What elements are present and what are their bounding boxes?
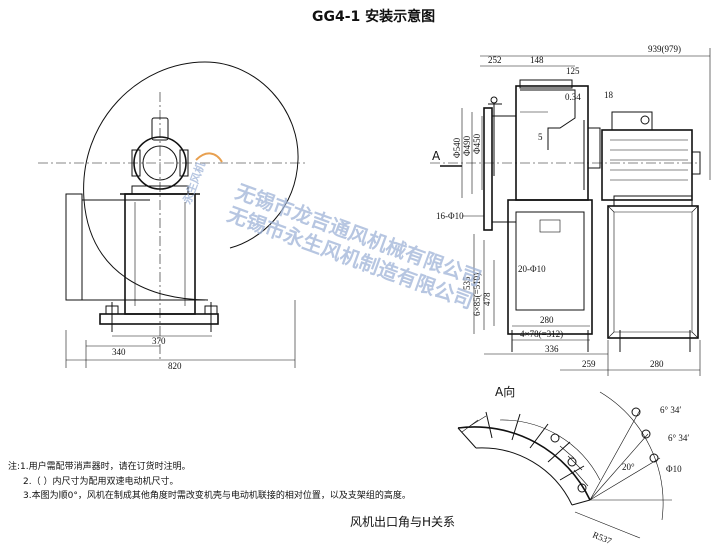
dim-370: 370 bbox=[152, 336, 166, 346]
hole-phi10: Φ10 bbox=[666, 464, 682, 474]
dim-252: 252 bbox=[488, 55, 502, 65]
dim-125: 125 bbox=[566, 66, 580, 76]
a-view-label: A向 bbox=[495, 384, 515, 399]
fan-support-frame bbox=[507, 199, 593, 335]
dim-phi450: Φ450 bbox=[472, 133, 482, 154]
bearing-cap bbox=[151, 117, 169, 141]
note-2: 2.（ ）内尺寸为配用双速电动机尺寸。 bbox=[23, 475, 178, 487]
outlet-flange-arc bbox=[457, 426, 591, 501]
a-view: A向 6° 34′ 6° 34′ 20° Φ10 bbox=[457, 384, 689, 547]
front-base bbox=[99, 313, 219, 325]
radius-r537: R537 bbox=[591, 530, 613, 547]
casing-side bbox=[515, 85, 589, 201]
dim-phi490: Φ490 bbox=[462, 135, 472, 156]
watermark: 无锡市龙吉通风机械有限公司 无锡市永生风机制造有限公司 永生风机 bbox=[179, 152, 485, 313]
note-1: 注:1.用户需配带消声器时，请在订货时注明。 bbox=[8, 460, 191, 472]
dim-148: 148 bbox=[530, 55, 544, 65]
bearing-housing bbox=[133, 136, 187, 190]
angle-6-34-a: 6° 34′ bbox=[660, 405, 681, 415]
fan-casing bbox=[83, 61, 299, 301]
dim-18: 18 bbox=[604, 90, 614, 100]
notes: 注:1.用户需配带消声器时，请在订货时注明。 2.（ ）内尺寸为配用双速电动机尺… bbox=[8, 460, 411, 501]
angle-6-34-b: 6° 34′ bbox=[668, 433, 689, 443]
motor-support-frame bbox=[607, 205, 699, 339]
watermark-logo-mark bbox=[195, 152, 223, 163]
dim-phi540: Φ540 bbox=[452, 137, 462, 158]
drawing-title: GG4-1 安装示意图 bbox=[312, 8, 435, 25]
dim-820: 820 bbox=[168, 361, 182, 371]
bolt-hole-2 bbox=[641, 429, 651, 439]
note-3: 3.本图为顺0°，风机在制成其他角度时需改变机壳与电动机联接的相对位置，以及支架… bbox=[23, 489, 411, 501]
dim-20-holes: 20-Φ10 bbox=[518, 264, 546, 274]
section-label-a: A bbox=[432, 149, 441, 163]
angle-20: 20° bbox=[622, 462, 635, 472]
outlet-flange bbox=[65, 193, 83, 301]
dim-280-motor: 280 bbox=[650, 359, 664, 369]
dim-535: 535 bbox=[462, 276, 472, 290]
dim-336: 336 bbox=[545, 344, 559, 354]
side-view: 939(979) 252 148 0.34 125 18 5 Φ540 Φ490… bbox=[430, 44, 711, 376]
dim-4x78: 4×78(=312) bbox=[520, 329, 563, 339]
dim-478: 478 bbox=[482, 292, 492, 306]
motor-body bbox=[601, 129, 693, 201]
a-view-caption: 风机出口角与H关系 bbox=[350, 515, 455, 529]
dim-340: 340 bbox=[112, 347, 126, 357]
dim-6x85: 6×85(=510) bbox=[472, 273, 482, 316]
dim-5: 5 bbox=[538, 132, 543, 142]
bolt-hole-3 bbox=[649, 453, 659, 463]
front-view: 340 370 820 bbox=[38, 61, 305, 371]
dim-280-fan: 280 bbox=[540, 315, 554, 325]
watermark-logo-text: 永生风机 bbox=[179, 160, 208, 207]
dim-259: 259 bbox=[582, 359, 596, 369]
inlet-flange bbox=[483, 107, 493, 231]
dim-0-34: 0.34 bbox=[565, 92, 581, 102]
bolt-hole-1 bbox=[631, 407, 641, 417]
motor-terminal-box bbox=[611, 111, 653, 131]
dim-939: 939(979) bbox=[648, 44, 681, 54]
dim-16-holes: 16-Φ10 bbox=[436, 211, 464, 221]
